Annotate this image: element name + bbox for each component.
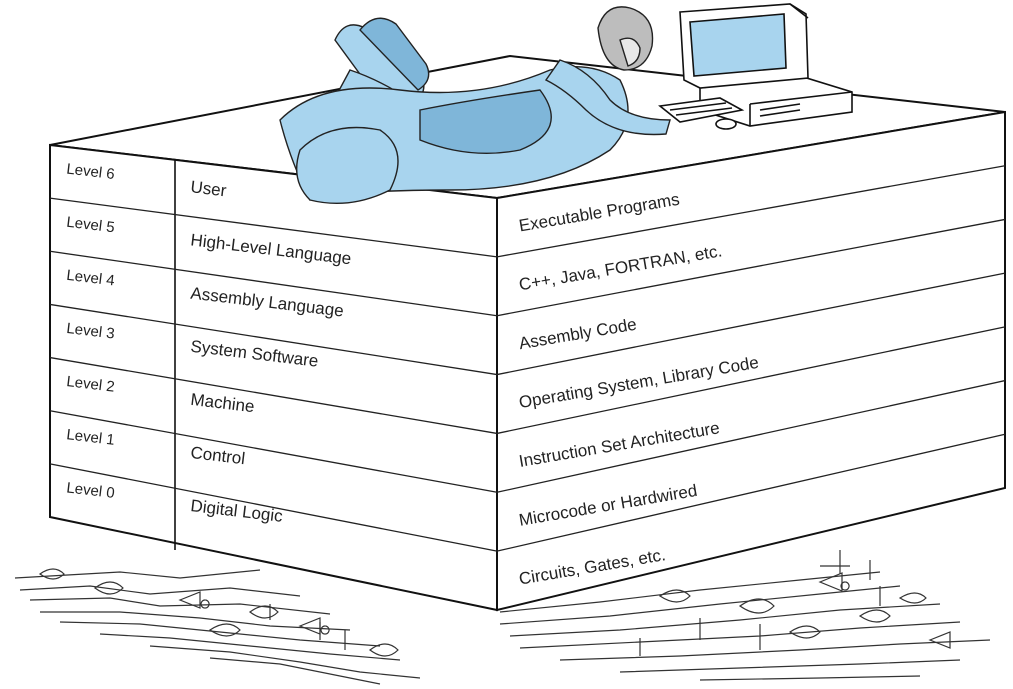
side-row-separator [496,326,1006,435]
side-row-separator [496,433,1006,552]
computer-icon [658,3,853,130]
level-number-label: Level 5 [66,214,116,237]
person-lying-icon [279,6,671,204]
level-separators [49,165,1006,552]
front-row-separator [49,356,498,435]
level-number-label: Level 2 [66,373,116,396]
level-number-label: Level 1 [66,426,116,449]
front-row-separator [49,303,498,376]
level-number-label: Level 6 [66,161,116,184]
side-row-separator [496,218,1006,317]
level-name-label: User [190,177,228,200]
circuit-icon [14,550,991,685]
front-row-separator [49,250,498,317]
front-row-separator [49,463,498,552]
level-number-label: Level 3 [66,320,116,343]
side-row-separator [496,272,1006,376]
front-row-separator [49,197,498,258]
side-row-separator [496,165,1006,258]
side-row-separator [496,379,1006,493]
level-number-label: Level 0 [66,479,116,502]
front-row-separator [49,410,498,493]
level-number-label: Level 4 [66,267,116,290]
